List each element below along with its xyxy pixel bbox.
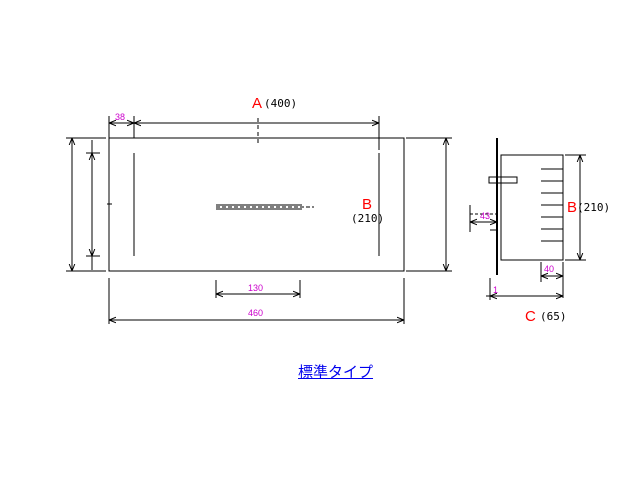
label-b-side-value: (210) <box>577 201 610 214</box>
dim-38: 38 <box>115 112 125 122</box>
dim-front-right <box>406 137 452 272</box>
label-b-letter: B <box>362 196 372 213</box>
dim-130: 130 <box>248 283 263 293</box>
label-a-value: (400) <box>264 97 297 110</box>
side-view <box>469 138 586 300</box>
label-b-side-letter: B <box>567 199 577 216</box>
dim-40: 40 <box>544 264 554 274</box>
standard-type-link[interactable]: 標準タイプ <box>298 363 374 381</box>
label-c-value: (65) <box>540 310 567 323</box>
label-a-letter: A <box>252 95 262 112</box>
dim-bottom <box>108 278 405 324</box>
side-body <box>500 154 564 261</box>
dim-460: 460 <box>248 308 263 318</box>
dim-left <box>66 137 106 272</box>
dim-1: 1 <box>493 285 498 295</box>
label-b-value: (210) <box>351 212 384 225</box>
front-view <box>107 118 405 272</box>
dim-top <box>108 116 380 150</box>
label-c-letter: C <box>525 308 536 325</box>
dim-43: 43 <box>480 211 490 221</box>
